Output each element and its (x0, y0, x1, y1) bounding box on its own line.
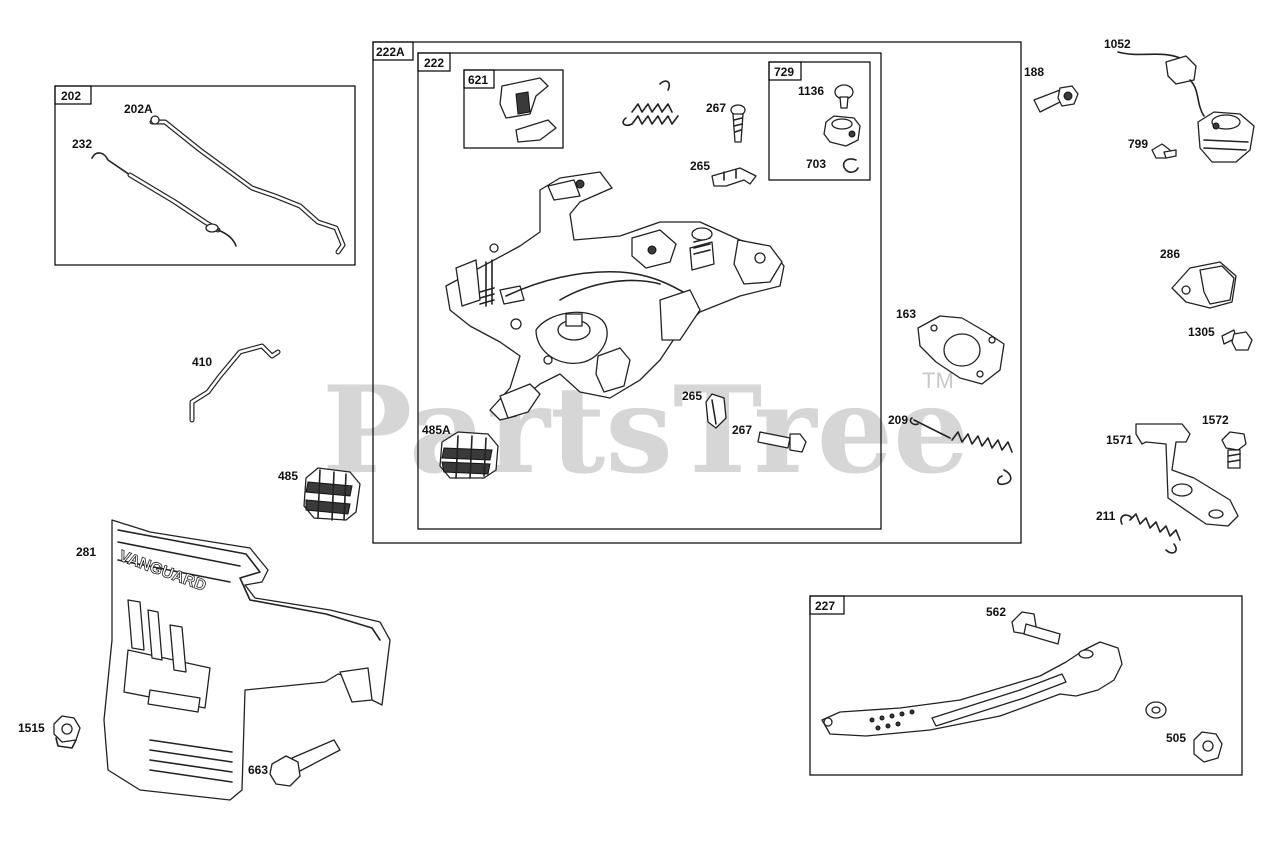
group-222: 222 (417, 52, 882, 530)
label-505: 505 (1166, 731, 1186, 745)
label-265-top: 265 (690, 159, 710, 173)
label-267-lower: 267 (732, 423, 752, 437)
watermark: PartsTree (322, 360, 969, 501)
group-202: 202 (54, 85, 356, 266)
part-286-module[interactable] (1171, 261, 1237, 309)
part-1136-screw[interactable] (834, 84, 854, 109)
part-281-cover[interactable]: VANGUARD (103, 519, 391, 801)
label-485: 485 (278, 469, 298, 483)
part-202A-rod[interactable] (149, 115, 346, 255)
part-485-grommet[interactable] (303, 467, 361, 521)
label-410: 410 (192, 355, 212, 369)
part-410-link[interactable] (189, 343, 281, 423)
part-267-screw-top[interactable] (730, 104, 746, 143)
label-1305: 1305 (1188, 325, 1215, 339)
label-485A: 485A (422, 423, 451, 437)
frame-label-222A: 222A (376, 45, 405, 59)
label-209: 209 (888, 413, 908, 427)
label-267-top: 267 (706, 101, 726, 115)
label-1136: 1136 (798, 84, 824, 98)
part-505-nut[interactable] (1193, 731, 1223, 763)
part-1572-bolt[interactable] (1221, 431, 1247, 469)
part-washer[interactable] (1145, 701, 1167, 719)
part-163-gasket[interactable] (917, 315, 1005, 385)
part-265-clip-lower[interactable] (705, 393, 727, 429)
label-265-lower: 265 (682, 389, 702, 403)
part-267-screw-lower[interactable] (757, 431, 807, 453)
label-211: 211 (1096, 509, 1116, 523)
label-202A: 202A (124, 102, 153, 116)
frame-label-621: 621 (468, 73, 488, 87)
part-1052-solenoid[interactable] (1117, 51, 1255, 163)
label-1052: 1052 (1104, 37, 1131, 51)
part-governor-spring[interactable] (622, 80, 679, 127)
part-485A-grommet[interactable] (439, 431, 499, 479)
part-703-clip[interactable] (842, 158, 859, 173)
watermark-trademark: TM (922, 368, 954, 393)
part-1305-screw[interactable] (1221, 329, 1253, 351)
part-265-clip-top[interactable] (711, 167, 757, 187)
label-562: 562 (986, 605, 1006, 619)
group-227: 227 (809, 595, 1243, 776)
part-232-cable[interactable] (91, 152, 237, 247)
label-163: 163 (896, 307, 916, 321)
part-1515-nut[interactable] (53, 715, 81, 749)
part-1571-bracket[interactable] (1135, 423, 1239, 527)
label-1572: 1572 (1202, 413, 1229, 427)
label-1571: 1571 (1106, 433, 1133, 447)
group-222A: 222A (372, 41, 1022, 544)
group-729: 729 (768, 61, 871, 181)
part-188-screw[interactable] (1033, 85, 1079, 113)
frame-label-227: 227 (815, 599, 835, 613)
part-227-lever[interactable] (821, 641, 1123, 737)
label-286: 286 (1160, 247, 1180, 261)
part-211-spring[interactable] (1120, 513, 1181, 554)
part-729-swivel[interactable] (823, 115, 861, 147)
group-621: 621 (463, 69, 564, 149)
label-799: 799 (1128, 137, 1148, 151)
part-663-bolt[interactable] (269, 739, 341, 787)
label-281: 281 (76, 545, 96, 559)
part-209-spring[interactable] (909, 417, 1013, 486)
frame-label-202: 202 (61, 89, 81, 103)
part-621-clip[interactable] (499, 77, 557, 143)
frame-label-729: 729 (774, 65, 794, 79)
label-188: 188 (1024, 65, 1044, 79)
part-562-pin[interactable] (1011, 611, 1061, 645)
label-1515: 1515 (18, 721, 45, 735)
label-663: 663 (248, 763, 268, 777)
frame-label-222: 222 (424, 56, 444, 70)
part-222-control-bracket[interactable] (445, 171, 785, 421)
part-799-bolt[interactable] (1151, 143, 1177, 159)
label-232: 232 (72, 137, 92, 151)
label-703: 703 (806, 157, 826, 171)
